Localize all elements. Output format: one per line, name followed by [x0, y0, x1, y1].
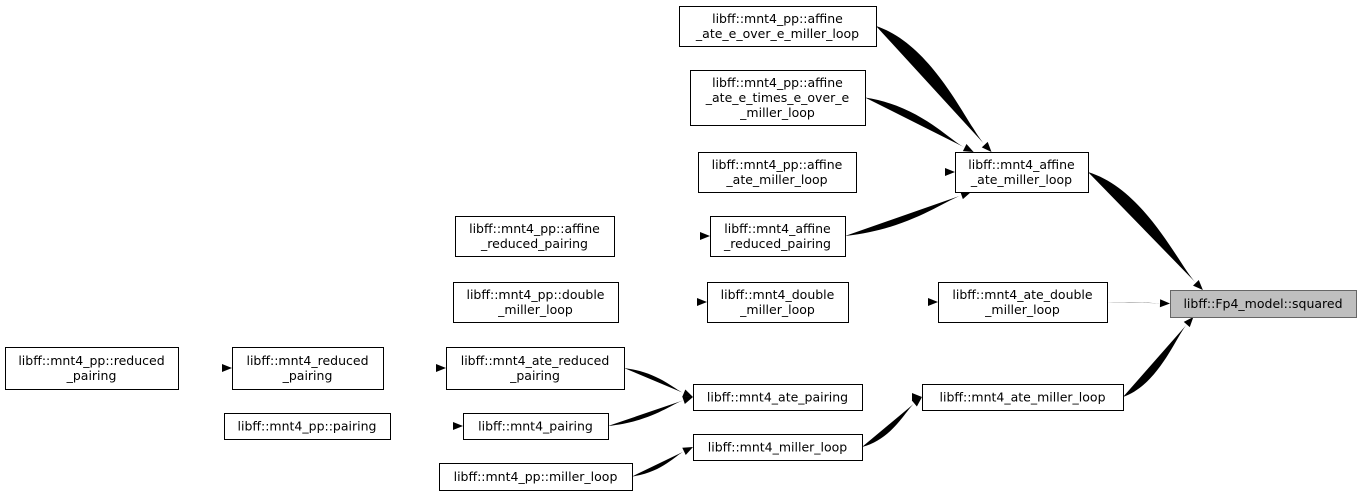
- node-label: libff::mnt4_pp::reduced: [18, 353, 164, 368]
- node-label: libff::mnt4_pp::affine: [469, 221, 600, 236]
- node-label: libff::mnt4_ate_reduced: [461, 353, 610, 368]
- node-label: _reduced_pairing: [723, 236, 831, 251]
- node-label: _miller_loop: [497, 302, 573, 317]
- edge: [697, 298, 707, 306]
- node-label: _ate_miller_loop: [970, 172, 1072, 187]
- graph-node[interactable]: libff::mnt4_pp::affine_reduced_pairing: [455, 216, 615, 257]
- graph-node[interactable]: libff::mnt4_pp::affine_ate_miller_loop: [698, 152, 857, 193]
- edge: [608, 396, 693, 426]
- node-label: libff::mnt4_ate_pairing: [707, 390, 848, 405]
- node-label: libff::mnt4_pairing: [478, 419, 593, 434]
- edge: [1123, 317, 1194, 397]
- node-label: _reduced_pairing: [480, 236, 588, 251]
- root-node[interactable]: libff::Fp4_model::squared: [1170, 290, 1357, 318]
- node-label: _pairing: [509, 368, 560, 383]
- node-label: libff::mnt4_affine: [968, 157, 1075, 172]
- graph-node[interactable]: libff::mnt4_pp::double_miller_loop: [453, 282, 619, 323]
- graph-node[interactable]: libff::mnt4_ate_pairing: [693, 384, 863, 411]
- edge: [945, 168, 955, 176]
- graph-node[interactable]: libff::mnt4_ate_reduced_pairing: [446, 347, 625, 390]
- node-label: _miller_loop: [739, 302, 815, 317]
- graph-node[interactable]: libff::mnt4_ate_double_miller_loop: [938, 282, 1108, 323]
- graph-node[interactable]: libff::mnt4_pp::affine_ate_e_over_e_mill…: [679, 6, 877, 47]
- edge: [632, 447, 693, 477]
- node-label: _miller_loop: [984, 302, 1060, 317]
- edge: [862, 397, 922, 447]
- node-label: libff::mnt4_pp::miller_loop: [454, 469, 618, 484]
- graph-node[interactable]: libff::mnt4_pp::miller_loop: [439, 463, 633, 491]
- edge: [845, 191, 971, 236]
- node-label: libff::mnt4_pp::pairing: [238, 419, 377, 434]
- node-label: libff::mnt4_miller_loop: [708, 440, 848, 455]
- node-label: libff::mnt4_pp::affine: [712, 11, 843, 26]
- node-label: libff::mnt4_double: [721, 287, 835, 302]
- edge: [865, 97, 974, 152]
- node-label: libff::mnt4_ate_double: [952, 287, 1093, 302]
- edge: [222, 364, 232, 372]
- node-label: libff::Fp4_model::squared: [1183, 296, 1342, 311]
- graph-node[interactable]: libff::mnt4_affine_reduced_pairing: [710, 216, 846, 257]
- edge: [624, 368, 693, 397]
- edge: [876, 26, 992, 152]
- edges: [222, 26, 1203, 477]
- node-label: libff::mnt4_affine: [724, 221, 831, 236]
- graph-node[interactable]: libff::mnt4_pairing: [463, 413, 609, 440]
- edge: [453, 422, 463, 430]
- edge: [912, 393, 922, 401]
- node-label: _pairing: [66, 368, 117, 383]
- graph-node[interactable]: libff::mnt4_affine_ate_miller_loop: [955, 152, 1089, 193]
- node-label: libff::mnt4_ate_miller_loop: [940, 390, 1106, 405]
- node-label: libff::mnt4_pp::affine: [712, 75, 843, 90]
- edge: [1088, 172, 1203, 290]
- graph-node[interactable]: libff::mnt4_reduced_pairing: [232, 347, 384, 390]
- graph-node[interactable]: libff::mnt4_ate_miller_loop: [922, 384, 1124, 411]
- node-label: _pairing: [282, 368, 333, 383]
- edge: [700, 232, 710, 240]
- graph-node[interactable]: libff::mnt4_pp::pairing: [224, 413, 391, 440]
- node-label: _ate_e_over_e_miller_loop: [695, 26, 859, 41]
- graph-node[interactable]: libff::mnt4_miller_loop: [693, 434, 863, 461]
- node-label: _ate_e_times_e_over_e: [705, 90, 850, 105]
- edge: [436, 364, 446, 372]
- node-label: libff::mnt4_pp::affine: [712, 157, 843, 172]
- edge: [928, 298, 938, 306]
- nodes: libff::Fp4_model::squared libff::mnt4_aff…: [5, 6, 1357, 491]
- node-label: libff::mnt4_reduced: [246, 353, 368, 368]
- node-label: libff::mnt4_pp::double: [466, 287, 604, 302]
- graph-node[interactable]: libff::mnt4_pp::affine_ate_e_times_e_ove…: [690, 70, 866, 126]
- graph-node[interactable]: libff::mnt4_pp::reduced_pairing: [5, 347, 179, 390]
- node-label: _ate_miller_loop: [725, 172, 827, 187]
- node-label: _miller_loop: [739, 105, 815, 120]
- graph-node[interactable]: libff::mnt4_double_miller_loop: [707, 282, 849, 323]
- edge: [1107, 299, 1170, 308]
